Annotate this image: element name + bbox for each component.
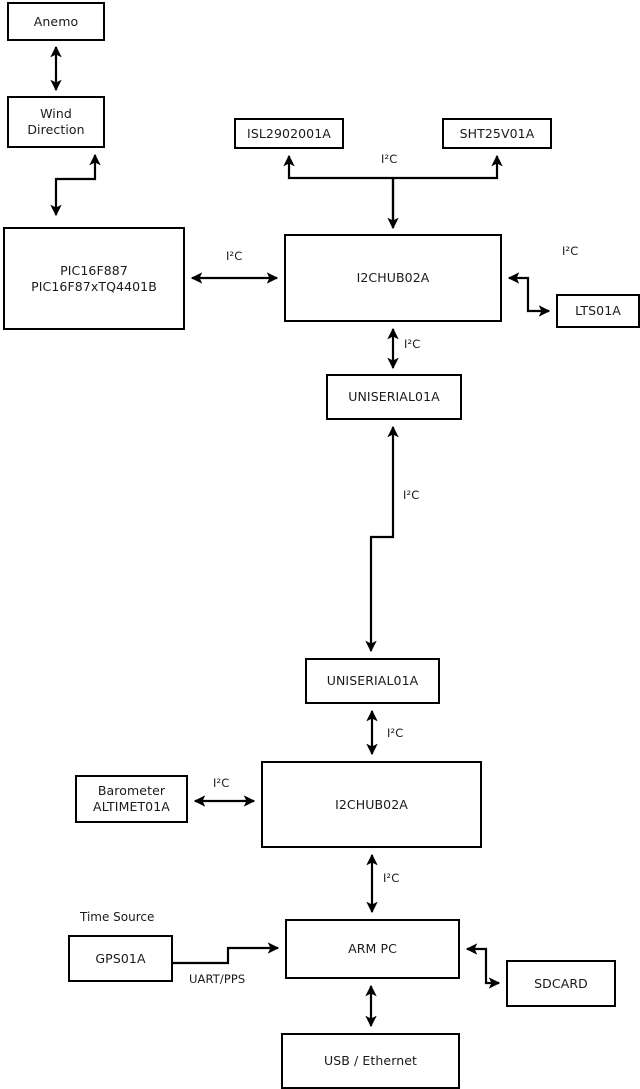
node-pic-microcontroller[interactable]: PIC16F887 PIC16F87xTQ4401B — [3, 227, 185, 330]
node-anemo[interactable]: Anemo — [7, 2, 105, 41]
edge-label-hub-lts: I²C — [562, 244, 579, 258]
edge-label-pic-hub: I²C — [226, 249, 243, 263]
node-i2chub02a-top[interactable]: I2CHUB02A — [284, 234, 502, 322]
node-anemo-label: Anemo — [33, 13, 79, 29]
node-barometer-altimet01a-label: Barometer ALTIMET01A — [93, 783, 170, 814]
node-uniserial01a-bottom-label: UNISERIAL01A — [326, 673, 419, 689]
node-i2chub02a-bottom[interactable]: I2CHUB02A — [261, 761, 482, 848]
edge-wind-pic — [50, 153, 101, 217]
node-uniserial01a-top-label: UNISERIAL01A — [348, 389, 440, 405]
edge-gps-armpc — [173, 942, 280, 965]
node-sdcard[interactable]: SDCARD — [506, 960, 616, 1007]
edge-bus-to-isl — [283, 154, 393, 180]
edge-label-hub-uniserial-top: I²C — [404, 337, 421, 351]
node-sht25v01a-label: SHT25V01A — [459, 125, 535, 141]
node-arm-pc[interactable]: ARM PC — [285, 919, 460, 979]
node-lts01a-label: LTS01A — [575, 303, 621, 319]
node-i2chub02a-top-label: I2CHUB02A — [356, 270, 430, 286]
node-sht25v01a[interactable]: SHT25V01A — [442, 118, 552, 149]
edge-label-uniserial-hub-bottom: I²C — [387, 726, 404, 740]
node-gps01a[interactable]: GPS01A — [68, 935, 173, 982]
node-i2chub02a-bottom-label: I2CHUB02A — [335, 796, 408, 812]
edge-label-hub-armpc: I²C — [383, 871, 400, 885]
node-usb-ethernet-label: USB / Ethernet — [323, 1053, 418, 1069]
node-uniserial01a-top[interactable]: UNISERIAL01A — [326, 374, 462, 420]
edge-label-gps-armpc: UART/PPS — [189, 972, 246, 986]
node-sdcard-label: SDCARD — [534, 975, 588, 991]
node-barometer-altimet01a[interactable]: Barometer ALTIMET01A — [75, 775, 188, 823]
edge-label-barometer-hub: I²C — [213, 776, 230, 790]
edge-hubtop-lts — [507, 272, 551, 317]
edge-bus-to-sht — [393, 154, 503, 180]
node-wind-direction-label: Wind Direction — [27, 106, 85, 137]
node-pic-microcontroller-label: PIC16F887 PIC16F87xTQ4401B — [31, 262, 157, 294]
node-uniserial01a-bottom[interactable]: UNISERIAL01A — [305, 658, 440, 704]
label-time-source: Time Source — [80, 910, 155, 924]
edge-label-uniserial-uniserial: I²C — [403, 488, 420, 502]
node-gps01a-label: GPS01A — [95, 950, 146, 966]
edge-armpc-sdcard — [465, 943, 501, 989]
node-wind-direction[interactable]: Wind Direction — [7, 96, 105, 148]
node-isl2902001a-label: ISL2902001A — [247, 125, 331, 141]
node-lts01a[interactable]: LTS01A — [556, 294, 640, 328]
node-arm-pc-label: ARM PC — [348, 941, 397, 957]
edge-unitop-unibottom — [365, 425, 399, 653]
node-usb-ethernet[interactable]: USB / Ethernet — [281, 1033, 460, 1089]
edge-label-isl-sht-bus: I²C — [381, 152, 398, 166]
node-isl2902001a[interactable]: ISL2902001A — [234, 118, 344, 149]
